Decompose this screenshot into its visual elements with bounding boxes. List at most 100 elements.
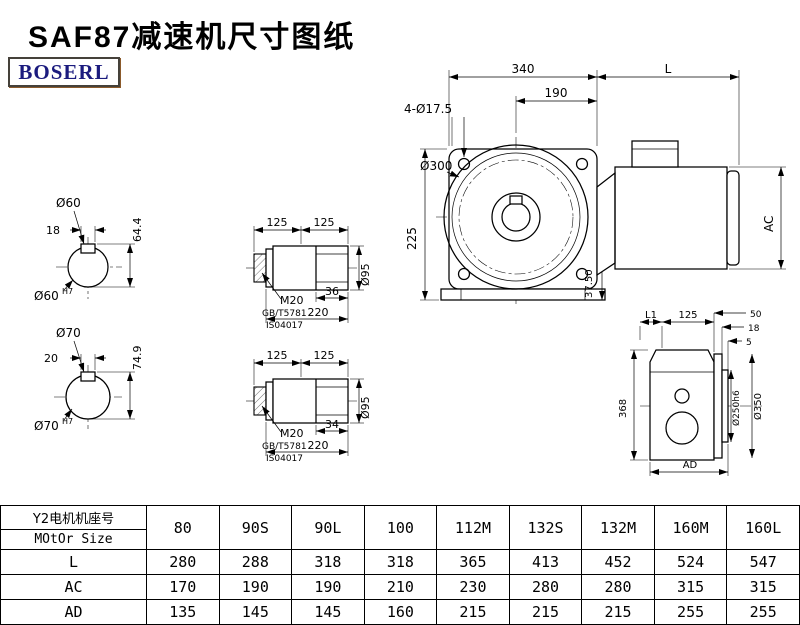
dim-18: 18 <box>748 324 760 334</box>
row-label: AC <box>0 574 147 600</box>
cell: 170 <box>146 574 220 600</box>
washer <box>265 381 274 421</box>
dim-key-width-70: 20 <box>44 352 58 365</box>
cell: 230 <box>436 574 510 600</box>
housing-flange <box>448 148 598 290</box>
cell: 145 <box>218 599 293 625</box>
standard-1: GB/T5781 <box>262 309 307 319</box>
col-header: 160M <box>653 505 728 550</box>
cell: 280 <box>581 574 655 600</box>
dim-key-width-60: 18 <box>46 224 60 237</box>
dim-50: 50 <box>750 310 762 320</box>
table-header-cn: Y2电机机座号 <box>1 506 146 530</box>
cell: 318 <box>363 549 438 575</box>
flange-circle <box>443 144 589 290</box>
dim-L: L <box>665 62 672 76</box>
standard-1: GB/T5781 <box>262 442 307 452</box>
holes-label: 4-Ø17.5 <box>404 102 452 116</box>
cell: 145 <box>291 599 365 625</box>
dim-125-left: 125 <box>267 216 288 229</box>
cell: 452 <box>581 549 655 575</box>
table-row: AD 135 145 145 160 215 215 215 255 255 <box>0 599 800 625</box>
col-header: 160L <box>726 505 800 550</box>
spigot <box>721 369 729 443</box>
standard-2: IS04017 <box>266 454 303 464</box>
bolt-hole <box>575 267 589 281</box>
cell: 524 <box>653 549 728 575</box>
flange-dia-label: Ø300 <box>420 159 452 173</box>
washer <box>265 248 274 288</box>
dim-37-50: 37.50 <box>584 269 595 298</box>
col-header: 112M <box>436 505 510 550</box>
bolt-hole <box>457 267 471 281</box>
fan-cover <box>726 170 740 266</box>
col-header: 80 <box>146 505 220 550</box>
dim-225: 225 <box>405 227 419 250</box>
dim-125-right: 125 <box>314 216 335 229</box>
motor-size-table: Y2电机机座号 MOtOr Size 80 90S 90L 100 112M 1… <box>0 505 800 625</box>
dim-key-len: 34 <box>325 418 339 431</box>
cell: 547 <box>726 549 800 575</box>
dim-125: 125 <box>678 310 697 321</box>
dim-key-height-60: 64.4 <box>131 218 144 243</box>
dim-length: 220 <box>308 439 329 452</box>
cell: 280 <box>146 549 220 575</box>
table-header-row: Y2电机机座号 MOtOr Size 80 90S 90L 100 112M 1… <box>0 505 800 550</box>
cell: 365 <box>436 549 510 575</box>
page-title: SAF87减速机尺寸图纸 <box>28 21 356 54</box>
spigot-dia-label: Ø250h6 <box>731 390 742 426</box>
table-row: AC 170 190 190 210 230 280 280 315 315 <box>0 574 800 600</box>
output-flange <box>713 353 723 459</box>
dim-AD: AD <box>683 460 698 471</box>
cell: 318 <box>291 549 365 575</box>
cell: 135 <box>146 599 220 625</box>
row-label: L <box>0 549 147 575</box>
dim-125-right: 125 <box>314 349 335 362</box>
standard-2: IS04017 <box>266 321 303 331</box>
bolt-hole <box>457 157 471 171</box>
cell: 190 <box>218 574 293 600</box>
dim-L1: L1 <box>645 310 657 321</box>
bore-label-60: Ø60 <box>34 289 59 303</box>
cell: 215 <box>581 599 655 625</box>
table-header-cell: Y2电机机座号 MOtOr Size <box>0 505 147 550</box>
cell: 280 <box>508 574 583 600</box>
col-header: 100 <box>363 505 438 550</box>
dim-368: 368 <box>618 399 629 418</box>
shaft-dia-60: Ø60 <box>56 196 81 210</box>
motor-bell <box>596 171 616 277</box>
cell: 210 <box>363 574 438 600</box>
terminal-box <box>631 140 679 168</box>
dim-length: 220 <box>308 306 329 319</box>
cell: 413 <box>508 549 583 575</box>
dim-AC: AC <box>762 216 776 232</box>
keyway-70 <box>80 371 96 382</box>
cell: 255 <box>653 599 728 625</box>
flange-dia-label: Ø350 <box>752 393 764 420</box>
cell: 215 <box>436 599 510 625</box>
dim-125-left: 125 <box>267 349 288 362</box>
bore-tol-70: H7 <box>62 417 73 426</box>
cell: 315 <box>726 574 800 600</box>
dim-dia-95: Ø95 <box>359 263 372 286</box>
col-header: 132M <box>581 505 655 550</box>
shaft-detail-bottom: 125 125 34 220 M20 GB/T5781 IS04017 Ø95 <box>246 349 372 464</box>
thread-label: M20 <box>280 427 304 440</box>
dim-key-height-70: 74.9 <box>131 346 144 371</box>
dim-key-len: 36 <box>325 285 339 298</box>
plug-circle <box>674 388 690 404</box>
hub-circle <box>491 192 541 242</box>
col-header: 90L <box>291 505 365 550</box>
bolt-head <box>253 386 267 416</box>
cell: 160 <box>363 599 438 625</box>
thread-label: M20 <box>280 294 304 307</box>
side-view: L1 125 50 18 5 368 Ø250h6 Ø350 AD <box>618 310 764 476</box>
col-header: 90S <box>218 505 293 550</box>
bolt-head <box>253 253 267 283</box>
technical-drawing: 340 L 190 4-Ø17.5 Ø300 225 37.50 <box>34 62 786 476</box>
dim-190: 190 <box>545 86 568 100</box>
bore-tol-60: H7 <box>62 287 73 296</box>
shaft-body <box>272 245 349 291</box>
bore-label-70: Ø70 <box>34 419 59 433</box>
shaft-dia-70: Ø70 <box>56 326 81 340</box>
